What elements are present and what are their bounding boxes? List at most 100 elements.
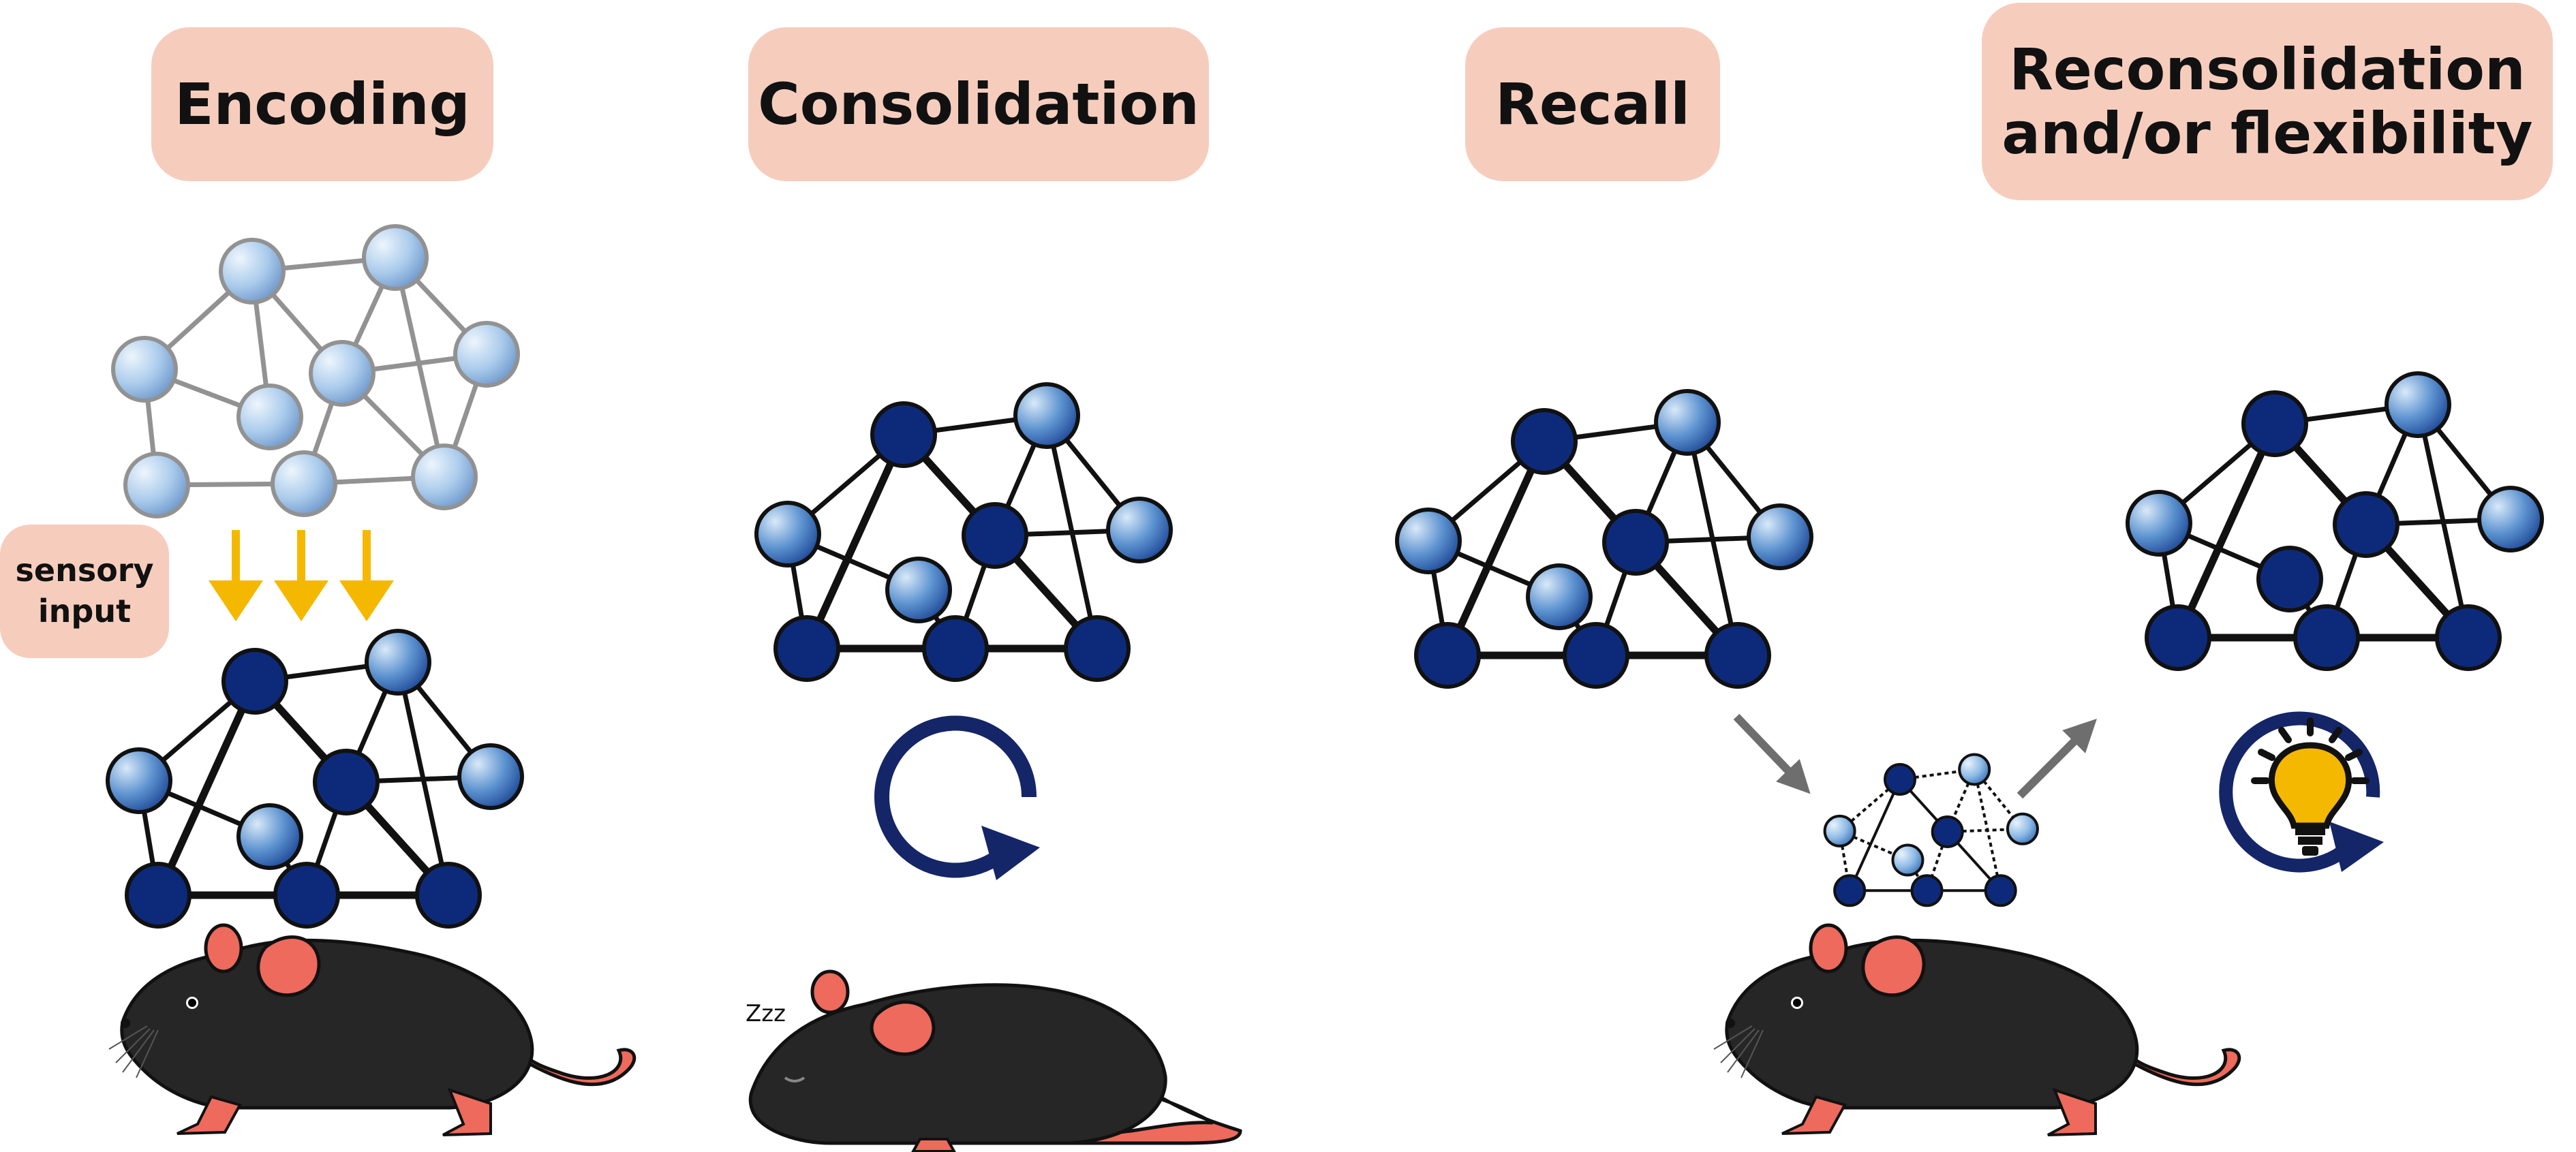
reconsolidation-text: Reconsolidation [2009,35,2526,103]
active-neuron-node [1414,622,1481,689]
neuron-node [1654,389,1721,456]
recall-small-network [1823,753,2039,907]
network-nodes [106,629,524,929]
circular-arrow-icon [874,715,1040,880]
network-edges [1838,768,2024,892]
input-text: input [37,593,132,629]
active-neuron-node [2256,546,2323,612]
active-neuron-node [1563,622,1629,689]
encoding-network-after [106,629,524,929]
neuron-node [1833,874,1867,907]
network-nodes [2126,371,2544,671]
neuron-node [2385,371,2451,438]
neuron-node [1891,843,1925,877]
mouse-body [1725,938,2139,1110]
neuron-node [1910,874,1944,907]
consolidation-network [754,382,1173,682]
active-neuron-node [2293,604,2360,671]
neuron-node [1395,508,1462,574]
front-paw [177,1095,242,1135]
active-neuron-node [1511,408,1578,475]
ear-icon [1809,923,1848,974]
encoding-network-before [111,224,520,518]
neuron-node [1931,815,1964,848]
ear-icon [870,1000,936,1056]
neuron-node [2126,490,2192,557]
network-edge [803,433,908,651]
sensory-text: sensory [15,552,154,589]
neuron-node [1984,874,2017,907]
active-neuron-node [313,749,380,815]
ear-icon [810,969,850,1014]
lightbulb-cycle-icon [2219,711,2384,873]
neuron-node [1106,497,1173,563]
whisker [108,1025,148,1050]
whisker [122,1029,155,1073]
neuron-node [2477,486,2544,552]
neuron-node [885,557,952,623]
ear-icon [256,935,321,997]
encoding-text: Encoding [174,70,470,138]
recall-network [1395,389,1813,689]
flexibility-text: and/or flexibility [2002,100,2533,167]
neuron-node [1823,814,1856,847]
neuron-node [2006,812,2039,845]
network-edge [2174,422,2279,640]
sleeping-mouse [748,969,1242,1152]
neuron-node [1747,503,1813,570]
encoding-label: Encoding [151,27,493,181]
consolidation-label: Consolidation [748,27,1209,181]
network-nodes [1395,389,1813,689]
whisker [115,1028,151,1063]
awake-mouse-encoding [108,923,637,1136]
neuron-node [457,743,524,810]
active-neuron-node [773,615,840,682]
neuron-node [1013,382,1080,449]
front-paw [1781,1095,1847,1135]
active-neuron-node [2435,604,2502,671]
reconsolidation-network [2126,371,2544,671]
network-nodes [754,382,1173,682]
network-edge [154,679,259,897]
active-neuron-node [1602,509,1669,576]
neuron-node [1526,563,1593,630]
whisker [1720,1028,1755,1063]
ear-icon [1861,935,1926,997]
recall-label: Recall [1465,27,1720,181]
whisker [1741,1029,1764,1078]
gray-arrow-out-icon [2017,719,2097,799]
active-neuron-node [125,862,191,929]
closed-eye-icon [784,1076,806,1083]
neuron-node [1958,753,1991,786]
paw [911,1138,956,1152]
hind-paw [2047,1087,2097,1136]
network-edge [1839,778,1901,832]
awake-mouse-recall [1713,923,2241,1136]
active-neuron-node [962,502,1028,569]
active-neuron-node [2333,491,2399,558]
active-neuron-node [2241,390,2308,457]
active-neuron-node [870,401,937,468]
gray-arrow-in-icon [1733,713,1811,794]
neuron-node [754,501,821,567]
network-nodes [1823,753,2039,907]
whisker [1713,1025,1753,1050]
down-arrow-icon [209,530,394,621]
sleep-zzz-text: Zzz [746,1000,786,1027]
active-neuron-node [221,648,288,715]
nose-icon [121,1018,130,1028]
active-neuron-node [2145,604,2211,671]
active-neuron-node [1704,622,1771,689]
neuron-node [365,629,431,696]
reconsolidation-label: Reconsolidation and/or flexibility [1982,3,2553,200]
network-edge [1848,779,1901,892]
hind-paw [442,1087,492,1136]
sensory-input-label: sensory input [0,525,169,658]
whisker [1727,1029,1760,1073]
eye-pupil [1793,999,1801,1007]
active-neuron-node [273,862,340,929]
neuron-node [106,747,172,814]
active-neuron-node [922,615,989,682]
